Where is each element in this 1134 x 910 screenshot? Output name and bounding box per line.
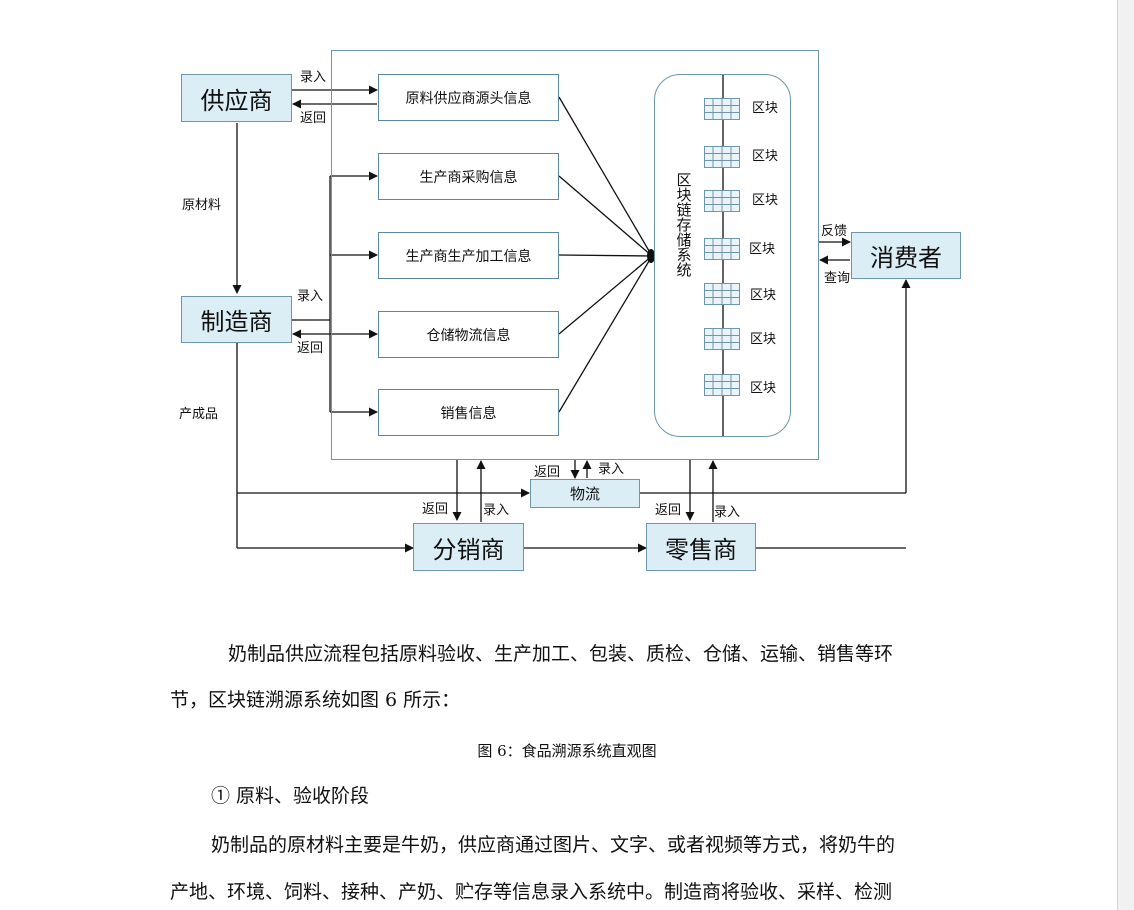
block-icon xyxy=(704,238,740,260)
label-logistics-return: 返回 xyxy=(534,465,561,480)
label-logistics-enter: 录入 xyxy=(598,462,625,477)
label-raw-material: 原材料 xyxy=(182,198,222,213)
paragraph-1-line-2: 节，区块链溯源系统如图 6 所示： xyxy=(170,689,461,711)
logistics-box: 物流 xyxy=(530,479,640,508)
block-label: 区块 xyxy=(750,381,777,396)
block-icon xyxy=(704,283,740,305)
label-supplier-return: 返回 xyxy=(300,111,327,126)
retailer-box: 零售商 xyxy=(646,523,756,571)
block-icon xyxy=(704,328,740,350)
info-box-storage-logistics: 仓储物流信息 xyxy=(378,311,559,358)
label-manufacturer-enter: 录入 xyxy=(297,289,324,304)
section-heading: ① 原料、验收阶段 xyxy=(211,785,370,807)
traceability-diagram: 区块链存储系统 供应商 制造商 分销商 零售商 消费者 原料供应商源头信息 生产… xyxy=(179,50,961,571)
label-retailer-enter: 录入 xyxy=(714,505,741,520)
diagram-connectors xyxy=(232,74,911,553)
label-finished-product: 产成品 xyxy=(179,407,219,422)
blockchain-title: 区块链存储系统 xyxy=(676,171,692,279)
block-label: 区块 xyxy=(752,149,779,164)
label-distributor-enter: 录入 xyxy=(483,503,510,518)
information-frame xyxy=(331,50,819,460)
label-distributor-return: 返回 xyxy=(422,502,449,517)
block-icon xyxy=(704,190,740,212)
label-feedback: 反馈 xyxy=(821,224,848,239)
info-box-purchase: 生产商采购信息 xyxy=(378,153,559,200)
blockchain-storage-system xyxy=(654,74,791,437)
block-label: 区块 xyxy=(749,242,776,257)
info-box-supplier-source: 原料供应商源头信息 xyxy=(378,74,559,121)
paragraph-1-line-1: 奶制品供应流程包括原料验收、生产加工、包装、质检、仓储、运输、销售等环 xyxy=(228,643,894,665)
label-query: 查询 xyxy=(824,271,851,286)
block-icon xyxy=(704,146,740,168)
figure-caption: 图 6：食品溯源系统直观图 xyxy=(477,742,657,760)
consumer-box: 消费者 xyxy=(851,232,961,279)
page-edge xyxy=(1117,0,1134,910)
paragraph-2-line-1: 奶制品的原材料主要是牛奶，供应商通过图片、文字、或者视频等方式，将奶牛的 xyxy=(211,834,896,856)
block-label: 区块 xyxy=(750,288,777,303)
block-label: 区块 xyxy=(752,101,779,116)
paragraph-2-line-2: 产地、环境、饲料、接种、产奶、贮存等信息录入系统中。制造商将验收、采样、检测 xyxy=(170,881,893,903)
manufacturer-box: 制造商 xyxy=(181,296,292,343)
supplier-box: 供应商 xyxy=(181,74,292,122)
block-label: 区块 xyxy=(752,193,779,208)
label-supplier-enter: 录入 xyxy=(300,70,327,85)
info-box-production: 生产商生产加工信息 xyxy=(378,232,559,279)
info-box-sales: 销售信息 xyxy=(378,389,559,436)
label-manufacturer-return: 返回 xyxy=(297,341,324,356)
block-icon xyxy=(704,98,740,120)
block-label: 区块 xyxy=(750,332,777,347)
label-retailer-return: 返回 xyxy=(655,503,682,518)
block-icon xyxy=(704,374,740,396)
distributor-box: 分销商 xyxy=(413,523,524,571)
